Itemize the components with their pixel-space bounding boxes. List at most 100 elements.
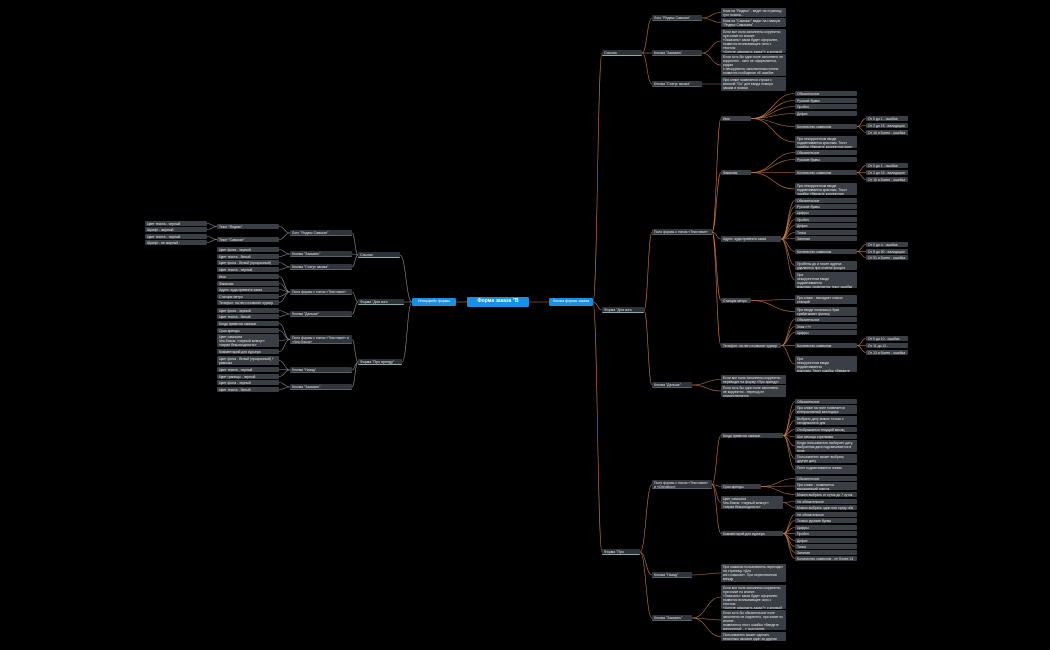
node-r-form-fields[interactable]: Поля формы с типом «Текстовое» [652,229,712,235]
node-l-btn-back[interactable]: Кнопка "Назад" [290,367,352,373]
node-l-f-phone[interactable]: Телефон: на него позвонит курьер [217,300,279,305]
node-r-addr-comma[interactable]: Запятая [795,236,857,241]
node-r-addr-dash[interactable]: Дефис [795,223,857,228]
node-r-comment-opt[interactable]: Не обязательное [795,512,857,517]
node-r-addr-count[interactable]: Количество символов [795,249,857,254]
node-r-btn-order2-3[interactable]: Пользователь может сделать несколько зак… [721,632,786,641]
node-r-when-cal[interactable]: При клике на поле появляется интерактивн… [795,405,857,414]
node-l-yandex-1[interactable]: Цвет текста - черный [145,221,207,226]
node-r-btn-order2[interactable]: Кнопка "Заказать" [652,615,692,621]
node-r-comment-cyr[interactable]: Только русские буквы [795,518,857,523]
node-l-f-metro[interactable]: Станция метро [217,294,279,299]
node-r-name-count[interactable]: Количество символов [795,124,857,129]
node-r-addr-err[interactable]: При некорректном вводе подсвечивается кр… [795,272,857,288]
node-r-rent-fields[interactable]: Поля формы с типом «Текстовое» и «Checkb… [652,480,712,489]
node-l-r-term[interactable]: Срок аренды [217,328,279,333]
node-r-btn-order-1[interactable]: Если все поля заполнены корректно, при к… [721,29,786,53]
node-r-comment[interactable]: Комментарий для курьера [721,531,783,536]
node-r-phone-c3[interactable]: От 13 и более - ошибка [866,350,908,355]
node-l-f-addr[interactable]: Адрес: куда привезти заказ [217,287,279,292]
node-l-fields[interactable]: Поля формы с типом «Текстовое» [290,289,352,295]
node-r-name-c2[interactable]: От 2 до 15 - валидация [866,123,908,128]
node-r-addr-sp[interactable]: Пробелы до и после адреса удаляются при … [795,261,857,270]
node-r-surname-c2[interactable]: От 2 до 15 - валидация [866,170,908,175]
node-r-phone-digits[interactable]: Цифры [795,330,857,335]
node-l-text-yandex[interactable]: Текст "Яндекс" [217,224,279,229]
node-r-name-space[interactable]: Пробел [795,104,857,109]
node-root[interactable]: Форма заказа "В Самокат" [467,297,529,307]
node-l-form-who[interactable]: Форма "Для кого самокат" [358,299,404,305]
node-r-addr[interactable]: Адрес: куда привезти заказ [721,236,781,242]
node-l-btn-order2[interactable]: Кнопка "Заказать" [290,384,352,390]
node-r-addr-cyr[interactable]: Русские буквы [795,204,857,209]
node-r-addr-req[interactable]: Обязательное [795,198,857,203]
node-l-btn-order-1[interactable]: Цвет фона - черный [217,247,279,252]
node-r-btn-order2-2[interactable]: Если хоть бы обязательное поле заполнено… [721,610,786,630]
node-r-btn-order-2[interactable]: Если хоть бы одно поле заполнено не корр… [721,54,786,76]
node-r-link-yandex[interactable]: Клик на "Яндекс" - ведет на страницу гуг… [721,8,786,17]
node-r-surname-count[interactable]: Количество символов [795,170,857,175]
node-r-surname-err[interactable]: При некорректном вводе подсвечивается кр… [795,183,857,195]
node-r-form-rent[interactable]: Форма "Про аренду" [602,549,640,555]
node-left-main[interactable]: Интерфейс формы заказа [412,298,456,306]
node-r-metro-2[interactable]: При вводе начальных букв срабатывает фил… [795,307,857,316]
node-r-phone-count[interactable]: Количество символов [795,343,857,348]
node-r-phone[interactable]: Телефон: на него позвонит курьер [721,343,781,348]
node-l-r-comment[interactable]: Комментарий для курьера [217,349,279,354]
node-r-btn-order-group[interactable]: Кнопка "Заказать" [652,50,702,56]
node-l-btn-back-2[interactable]: Цвет текста - черный [217,367,279,372]
node-r-btn-next[interactable]: Кнопка "Дальше" [652,382,692,388]
node-l-yandex-2[interactable]: Шрифт - жирный [145,227,207,232]
node-r-links[interactable]: Ссылки [602,50,642,56]
node-r-when-focus[interactable]: Поле подсвечивается синим [795,465,857,474]
node-r-phone-req[interactable]: Обязательное [795,317,857,322]
node-r-comment-dot[interactable]: Точка [795,544,857,549]
node-r-surname-cyr[interactable]: Русские буквы [795,157,857,162]
node-r-term[interactable]: Срок аренды [721,484,761,489]
node-r-when-other[interactable]: Пользователь может выбрать другую дату [795,454,857,463]
node-l-btn-next-2[interactable]: Цвет текста - белый [217,314,279,319]
node-r-name-c3[interactable]: От 16 и более - ошибка [866,130,908,135]
node-r-btn-next-1[interactable]: Если все поля заполнены корректно - пере… [721,375,786,384]
node-l-rent-fields[interactable]: Поля формы с типом «Текстовое» и «Чек-бо… [290,335,352,344]
node-l-f-surname[interactable]: Фамилия [217,281,279,286]
node-l-links[interactable]: Ссылки [358,252,400,258]
node-right-main[interactable]: Логика формы заказа [549,298,593,306]
node-l-r-color[interactable]: Цвет самоката Чек-боксы: «черный жемчуг»… [217,334,279,347]
node-r-comment-count[interactable]: Количество символов - не более 24 [795,556,857,561]
node-l-r-when[interactable]: Когда привезти самокат [217,321,279,326]
node-r-addr-c3[interactable]: От 51 и более - ошибка [866,255,908,260]
node-r-form-who[interactable]: Форма "Для кого самокат" [602,307,644,313]
node-l-btn-next[interactable]: Кнопка "Дальше" [290,311,352,317]
node-l-logo-group[interactable]: Лого "Яндекс Самокат" [290,230,352,236]
node-r-addr-dot[interactable]: Точка [795,230,857,235]
node-r-btn-status-1[interactable]: При клике появляется строка с кнопкой "G… [721,77,786,91]
node-r-btn-status[interactable]: Кнопка "Статус заказа" [652,81,702,87]
node-r-btn-next-2[interactable]: Если хоть бы одно поле заполнено не корр… [721,385,786,397]
node-r-metro[interactable]: Станция метро [721,298,751,303]
node-r-surname-req[interactable]: Обязательное [795,150,857,155]
node-l-f-name[interactable]: Имя [217,274,279,279]
node-r-when-arrows[interactable]: Шаг месяца стрелками [795,434,857,439]
node-r-when[interactable]: Когда привезти самокат [721,433,783,438]
node-r-addr-c2[interactable]: От 5 до 50 - валидация [866,249,908,254]
node-r-comment-comma[interactable]: Запятая [795,550,857,555]
node-r-term-req[interactable]: Обязательное [795,476,857,481]
node-r-metro-1[interactable]: При клике - выпадает список станций отсо… [795,295,857,304]
node-l-samokat-2[interactable]: Шрифт - не жирный ; [145,240,207,245]
node-r-btn-back[interactable]: Кнопка "Назад" [652,572,692,578]
node-r-name-req[interactable]: Обязательное [795,91,857,96]
node-r-when-manual[interactable]: Когда пользователь выбирает дату, выбран… [795,440,857,452]
node-l-btn-order2-1[interactable]: Цвет фона - черный [217,380,279,385]
node-l-btn-back-3[interactable]: Цвет границы - черный [217,374,279,379]
node-r-surname-c1[interactable]: От 0 до 1 - ошибка [866,163,908,168]
node-r-term-list[interactable]: При клике - появляется выпадающий список [795,482,857,490]
node-r-comment-dash[interactable]: Дефис [795,538,857,543]
node-r-addr-digits[interactable]: Цифры [795,210,857,215]
node-r-name-c1[interactable]: От 0 до 1 - ошибка [866,116,908,121]
node-r-addr-c1[interactable]: От 0 до 4 - ошибка [866,242,908,247]
node-r-name-err[interactable]: При некорректном вводе подсвечивается кр… [795,136,857,148]
node-r-when-cur[interactable]: Отображается текущий месяц [795,427,857,432]
node-r-surname-c3[interactable]: От 16 и более - ошибка [866,177,908,182]
node-r-term-choose[interactable]: Можно выбрать от суток до 7 суток [795,492,857,497]
